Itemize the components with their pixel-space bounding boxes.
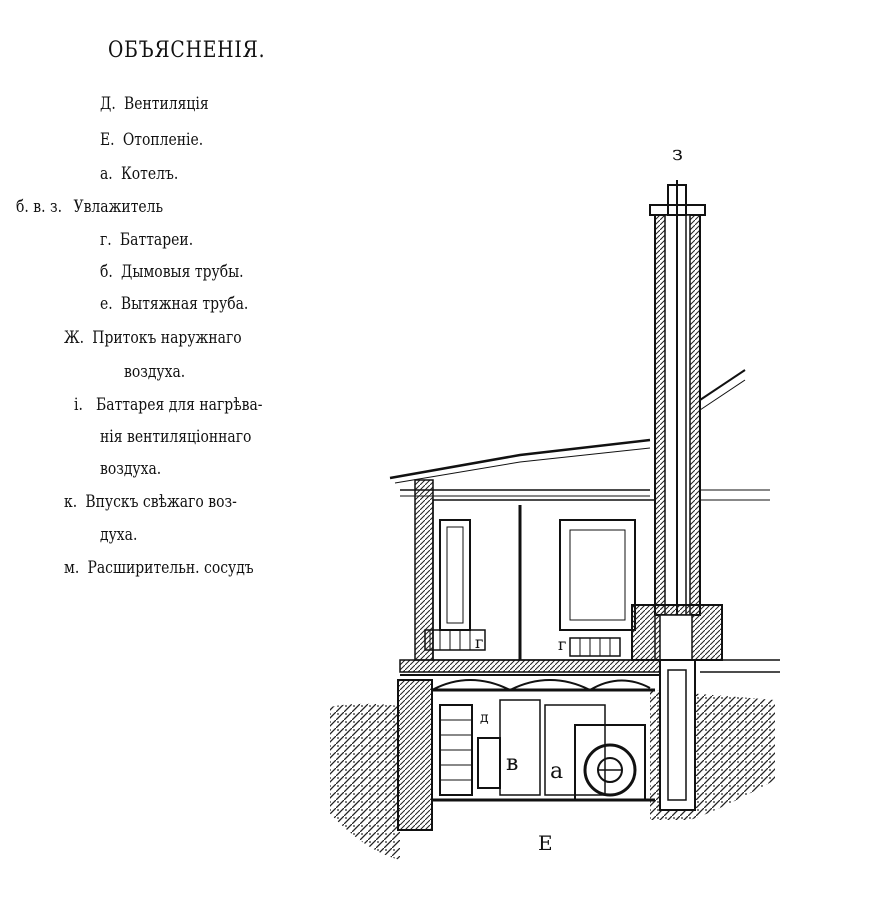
legend-item: духа. <box>100 525 137 545</box>
legend-item: б. Дымовыя трубы. <box>100 262 244 282</box>
legend-text: Притокъ наружнаго <box>92 328 242 348</box>
legend-item: к. Впускъ свѣжаго воз- <box>64 492 237 512</box>
legend-item: воздуха. <box>100 459 161 479</box>
legend-key: е. <box>100 294 113 314</box>
legend-key: Ж. <box>64 328 85 348</box>
legend-item: Е. Отопленіе. <box>100 130 203 150</box>
label-battery-right: г <box>558 635 566 654</box>
legend-text: нія вентиляціоннаго <box>100 427 252 447</box>
legend-item: м. Расширительн. сосудъ <box>64 558 254 578</box>
legend-item: а. Котелъ. <box>100 164 178 184</box>
legend-text: Баттареи. <box>119 230 194 250</box>
legend-key: і. <box>74 395 83 415</box>
legend-text: Дымовыя трубы. <box>121 262 244 282</box>
legend-item: б. в. з. Увлажитель <box>16 197 163 217</box>
legend-text: Вытяжная труба. <box>120 294 249 314</box>
legend-item: г. Баттареи. <box>100 230 193 250</box>
legend-key: б. <box>100 262 113 282</box>
legend-text: духа. <box>100 525 138 545</box>
legend-text: Увлажитель <box>73 197 164 217</box>
legend-text: Котелъ. <box>120 164 179 184</box>
building-section-drawing: з г г д в а Е <box>330 141 780 860</box>
legend-item: е. Вытяжная труба. <box>100 294 248 314</box>
legend-key: б. в. з. <box>16 197 63 217</box>
legend-text: воздуха. <box>100 459 162 479</box>
cellar <box>397 679 655 831</box>
legend-text: Впускъ свѣжаго воз- <box>85 492 237 512</box>
legend-key: м. <box>64 558 80 578</box>
legend-item: нія вентиляціоннаго <box>100 427 251 447</box>
label-top: з <box>672 141 683 165</box>
legend-item: Д. Вентиляція <box>100 94 209 114</box>
legend-key: Д. <box>100 94 116 114</box>
room <box>414 479 656 661</box>
legend-item: Ж. Притокъ наружнаго <box>64 328 242 348</box>
legend: Д. Вентиляція Е. Отопленіе. а. Котелъ. б. в… <box>0 0 360 600</box>
legend-key: к. <box>64 492 78 512</box>
legend-key: а. <box>100 164 113 184</box>
legend-item: воздуха. <box>124 362 185 382</box>
label-bottom: Е <box>538 831 553 855</box>
legend-text: Отопленіе. <box>122 130 204 150</box>
legend-key: Е. <box>100 130 115 150</box>
legend-text: воздуха. <box>124 362 186 382</box>
label-battery-left: г <box>475 633 483 652</box>
label-humidifier: в <box>506 751 518 776</box>
legend-key: г. <box>100 230 112 250</box>
legend-item: і. Баттарея для нагрѣва- <box>74 395 262 415</box>
floor <box>399 659 780 676</box>
legend-text: Расширительн. сосудъ <box>87 558 254 578</box>
legend-text: Баттарея для нагрѣва- <box>96 395 263 415</box>
label-small: д <box>480 710 489 726</box>
legend-text: Вентиляція <box>123 94 209 114</box>
chimney <box>631 180 723 811</box>
label-boiler: а <box>550 759 563 784</box>
roof <box>389 369 770 501</box>
legend-title: ОБЪЯСНЕНІЯ. <box>108 38 266 63</box>
